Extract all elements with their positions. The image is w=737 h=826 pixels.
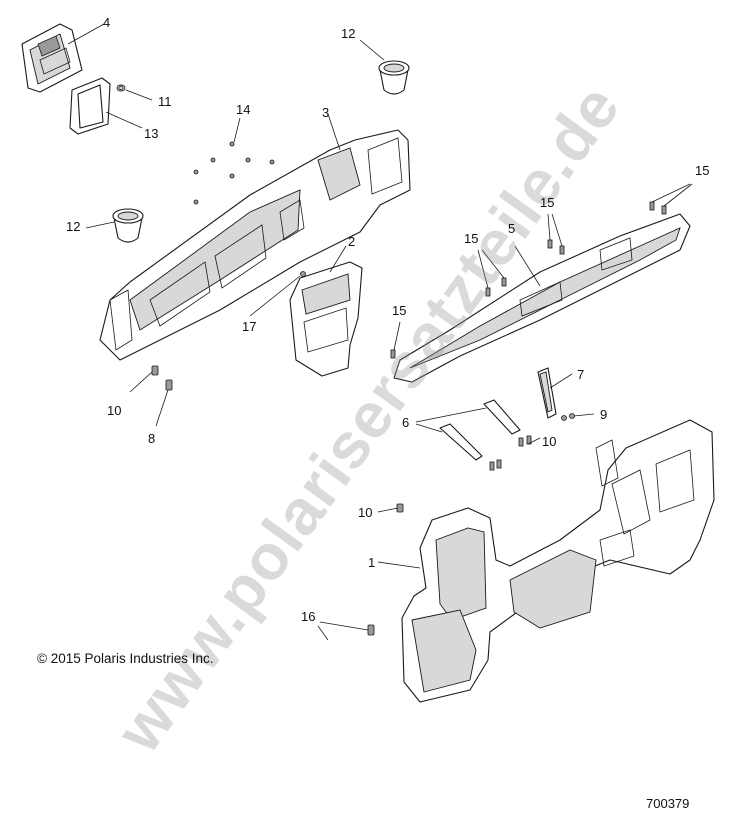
callout-16: 16 xyxy=(301,609,316,624)
part-10-fastener-left xyxy=(151,365,159,376)
part-12-cupholder-top xyxy=(378,60,410,95)
callout-15-d: 15 xyxy=(695,163,710,178)
part-4-glovebox-door xyxy=(21,23,83,93)
part-17-fastener xyxy=(300,271,306,277)
part-16-fastener xyxy=(367,624,375,636)
callout-12-top: 12 xyxy=(341,26,356,41)
part-10-fasteners-middle xyxy=(489,435,532,471)
callout-7: 7 xyxy=(577,367,585,382)
callout-3: 3 xyxy=(322,105,330,120)
callout-10-left: 10 xyxy=(107,403,122,418)
part-9-fastener xyxy=(561,413,575,421)
part-14-screws xyxy=(193,141,275,205)
part-11-fastener xyxy=(116,84,126,92)
callout-2: 2 xyxy=(348,234,356,249)
callout-17: 17 xyxy=(242,319,257,334)
callout-10-lower: 10 xyxy=(358,505,373,520)
part-8-fastener xyxy=(165,379,173,391)
callout-9: 9 xyxy=(600,407,608,422)
callout-5: 5 xyxy=(508,221,516,236)
leader-lines xyxy=(67,23,693,641)
callout-11: 11 xyxy=(158,94,172,109)
callout-6: 6 xyxy=(402,415,410,430)
callout-4: 4 xyxy=(103,15,111,30)
diagram-id: 700379 xyxy=(646,796,690,811)
part-5-top-cover xyxy=(393,213,691,383)
part-6-bracket-1 xyxy=(439,423,483,461)
callout-12-left: 12 xyxy=(66,219,81,234)
callout-1: 1 xyxy=(368,555,376,570)
part-1-lower-console xyxy=(401,419,715,703)
part-13-gasket xyxy=(69,77,111,135)
part-2-storage-bin xyxy=(289,261,363,377)
callout-10-middle: 10 xyxy=(542,434,557,449)
part-12-cupholder-left xyxy=(112,208,144,243)
callout-15-b: 15 xyxy=(464,231,479,246)
part-7-bracket xyxy=(537,367,557,419)
callout-14: 14 xyxy=(236,102,251,117)
part-3-upper-dash xyxy=(99,129,411,361)
callout-8: 8 xyxy=(148,431,156,446)
callout-15-c: 15 xyxy=(540,195,555,210)
callout-13: 13 xyxy=(144,126,159,141)
callout-15-a: 15 xyxy=(392,303,407,318)
copyright-text: © 2015 Polaris Industries Inc. xyxy=(37,651,214,666)
part-6-bracket-2 xyxy=(483,399,521,435)
